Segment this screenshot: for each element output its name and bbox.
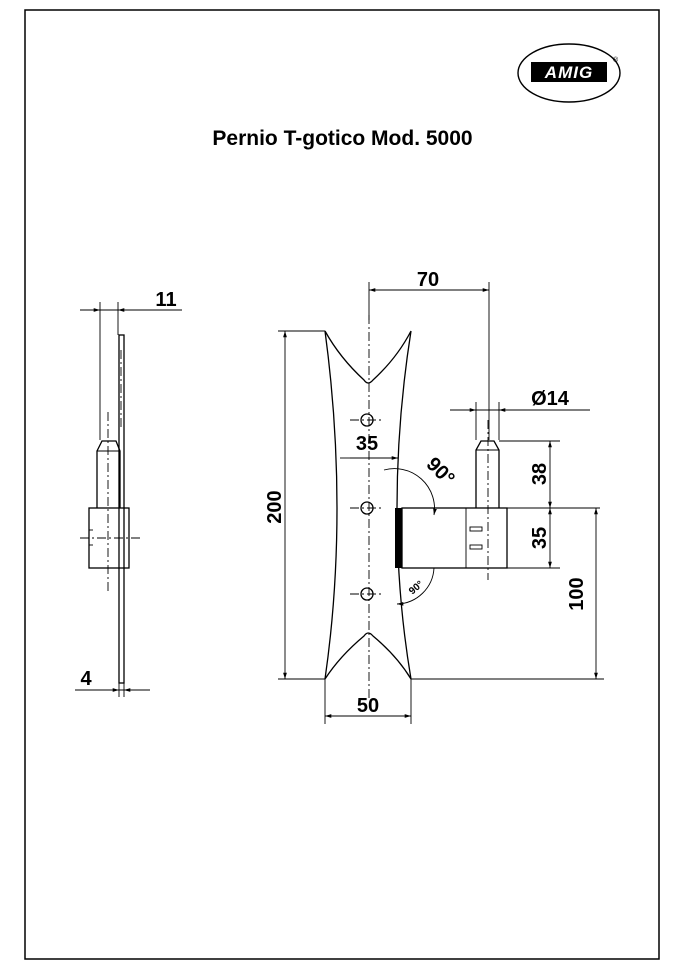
knuckle — [401, 507, 508, 569]
dim-pin-height: 38 — [529, 463, 551, 485]
pin — [475, 440, 500, 508]
dim-total-height: 200 — [264, 490, 286, 523]
side-view: 11 4 — [75, 289, 182, 697]
amig-logo: AMIG ® — [517, 43, 621, 103]
dim-side-bottom: 4 — [80, 668, 92, 690]
logo-text: AMIG — [544, 63, 593, 82]
angle-arc-top — [383, 468, 437, 516]
dim-pin-diameter: Ø14 — [531, 388, 570, 410]
dim-width-to-pin: 70 — [417, 269, 439, 291]
page-title: Pernio T-gotico Mod. 5000 — [212, 127, 473, 150]
angle-arc-bottom — [396, 567, 435, 606]
dim-side-top: 11 — [155, 289, 176, 311]
weld-strip — [395, 508, 402, 568]
logo-registered-mark: ® — [613, 56, 619, 64]
front-view: 70 Ø14 35 90° 90° 38 35 100 — [264, 269, 604, 724]
dim-hole-offset: 35 — [356, 433, 378, 455]
dim-pin-to-bottom: 100 — [566, 577, 588, 610]
gothic-plate — [324, 330, 412, 680]
dim-plate-width: 50 — [357, 695, 379, 717]
angle-bottom-label: 90° — [407, 579, 426, 597]
angle-top-label: 90° — [422, 453, 459, 490]
dim-knuckle-height: 35 — [529, 527, 551, 549]
sheet-border — [24, 9, 660, 960]
